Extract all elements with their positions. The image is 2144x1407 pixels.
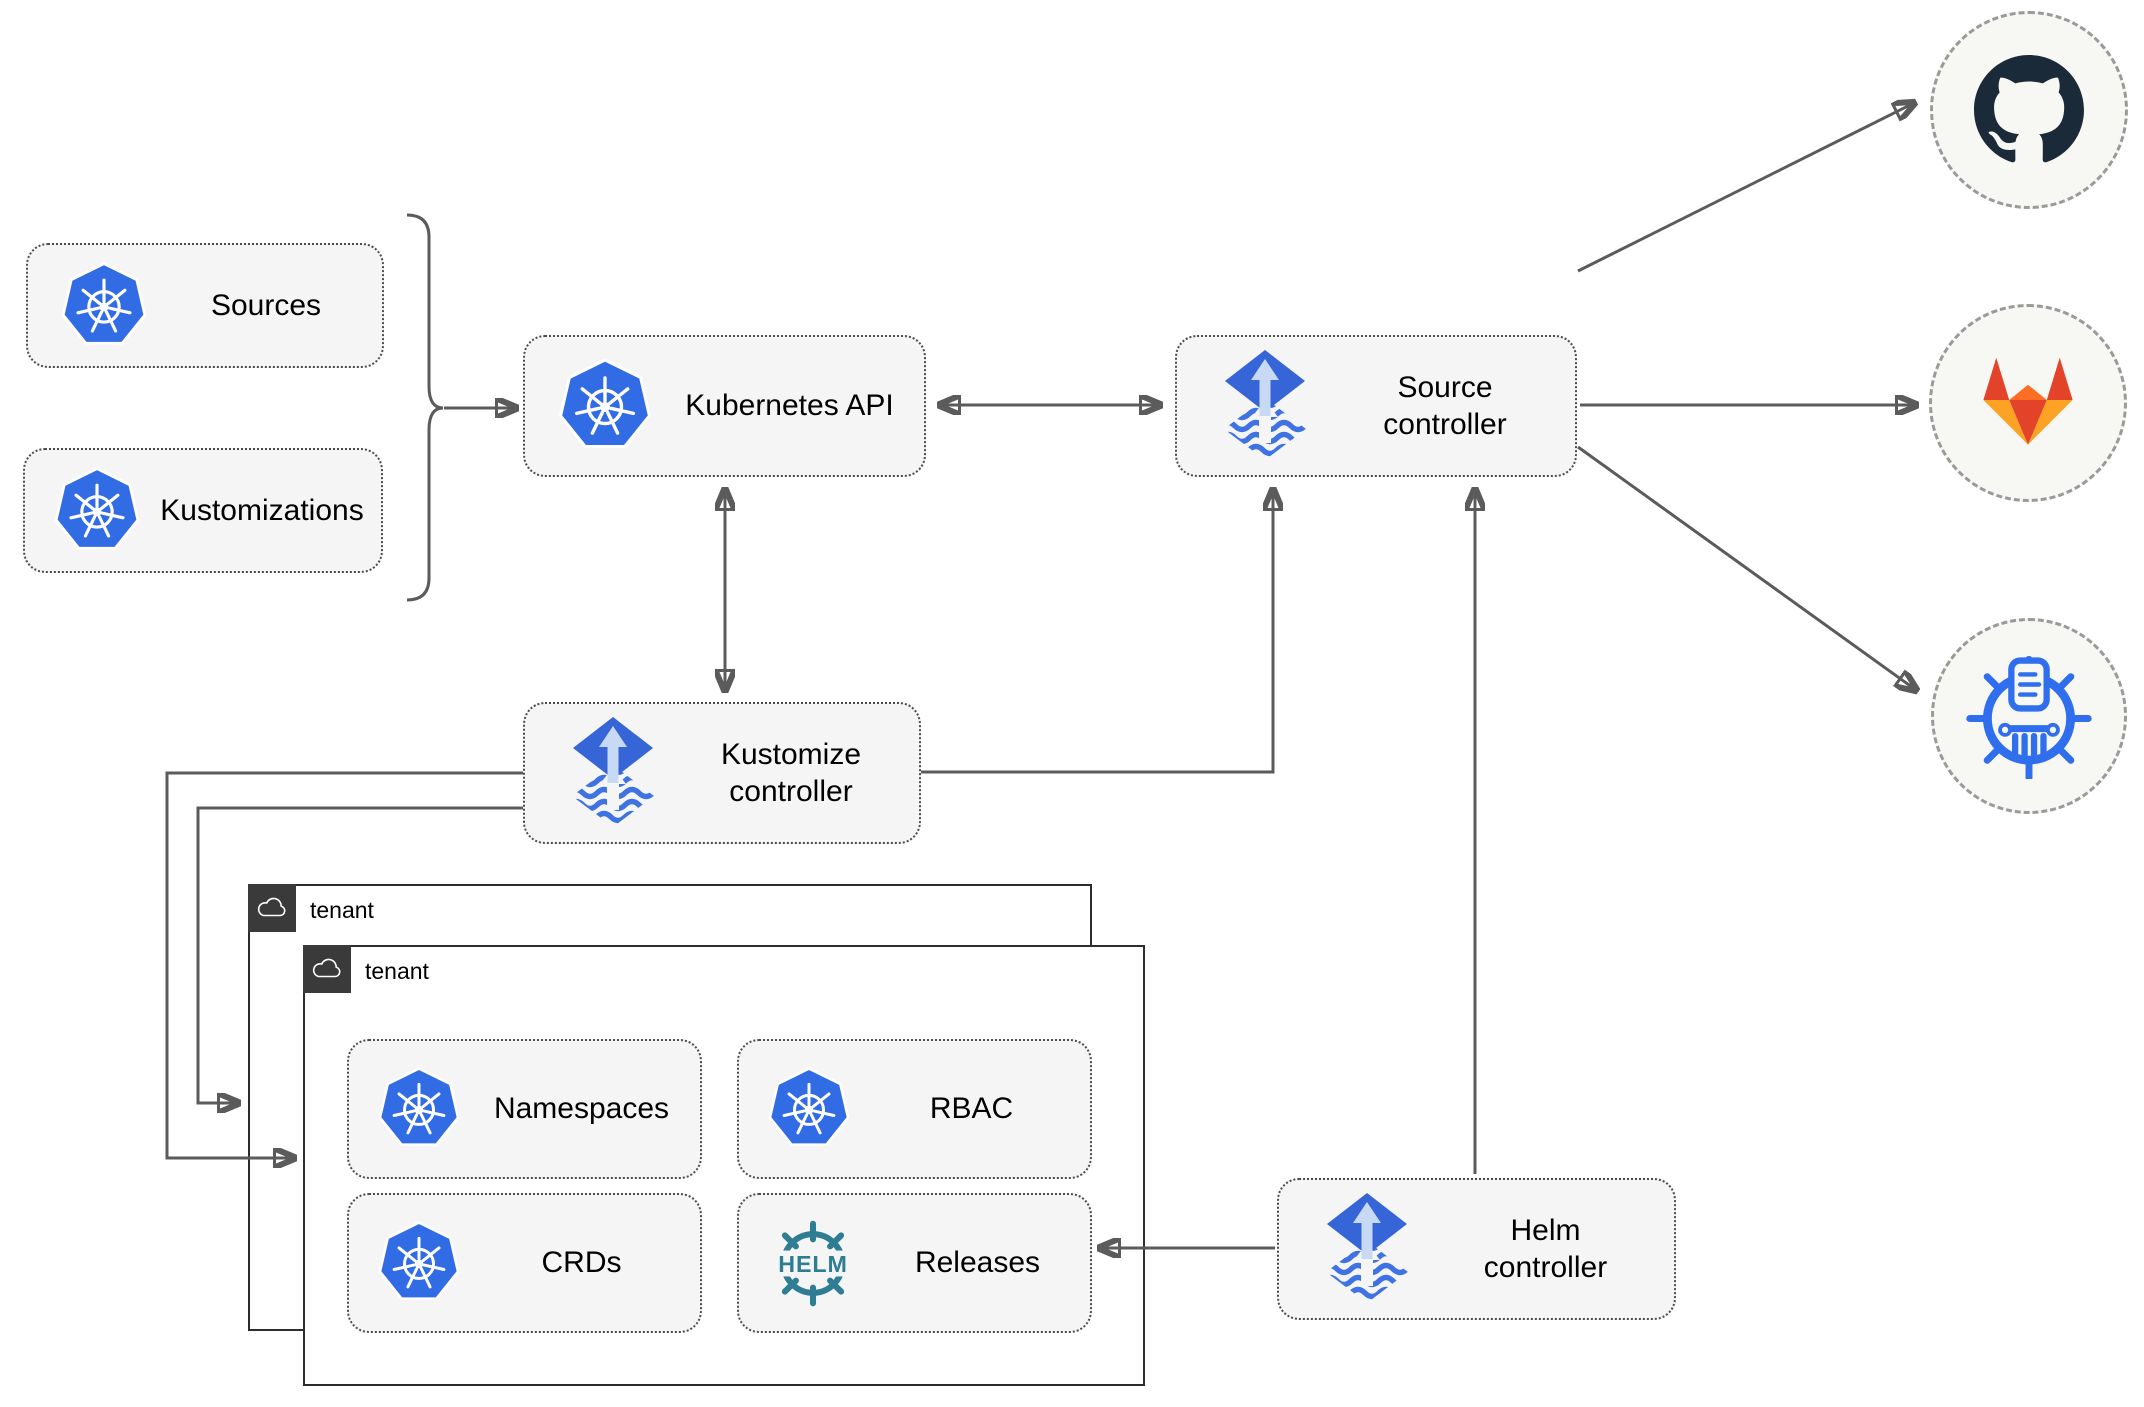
- chartmuseum-icon: [1966, 653, 2092, 779]
- node-label: Helm controller: [1483, 1213, 1608, 1285]
- tenant-label: tenant: [310, 897, 374, 923]
- node-label: Kubernetes API: [685, 389, 894, 423]
- node-kubernetes-api: Kubernetes API: [523, 335, 926, 477]
- gitlab-icon: [1969, 353, 2087, 454]
- arrow-source-to-chartmuseum: [1577, 445, 1916, 690]
- kubernetes-icon: [58, 260, 150, 352]
- kubernetes-icon: [375, 1065, 463, 1153]
- kubernetes-icon: [375, 1219, 463, 1307]
- external-chartmuseum: [1931, 618, 2127, 814]
- node-label: Kustomizations: [160, 493, 364, 527]
- node-label: Releases: [914, 1246, 1041, 1280]
- node-label: CRDs: [541, 1246, 622, 1280]
- sources-group-bracket: [406, 213, 444, 602]
- helm-icon: HELM: [773, 1220, 853, 1306]
- node-sources: Sources: [26, 243, 384, 368]
- helm-logo-text: HELM: [778, 1251, 847, 1277]
- cloud-icon: [256, 897, 288, 920]
- node-releases: HELM Releases: [737, 1193, 1092, 1333]
- tenant-group-front: tenant Namespaces RBAC CRDs: [303, 945, 1145, 1386]
- external-gitlab: [1929, 304, 2127, 502]
- node-crds: CRDs: [347, 1193, 702, 1333]
- node-kustomize-controller: Kustomize controller: [523, 702, 921, 844]
- tenant-header: [303, 945, 351, 993]
- node-namespaces: Namespaces: [347, 1039, 702, 1179]
- kubernetes-icon: [51, 465, 143, 557]
- node-helm-controller: Helm controller: [1277, 1178, 1676, 1320]
- node-rbac: RBAC: [737, 1039, 1092, 1179]
- node-label: Namespaces: [493, 1092, 670, 1126]
- tenant-label: tenant: [365, 958, 429, 984]
- external-github: [1930, 11, 2128, 209]
- node-label: Source controller: [1383, 370, 1507, 442]
- flux-icon: [563, 717, 663, 829]
- arrow-kustomize-to-source-controller: [921, 490, 1273, 774]
- cloud-icon: [311, 958, 343, 981]
- flux-icon: [1317, 1193, 1417, 1305]
- node-source-controller: Source controller: [1175, 335, 1577, 477]
- kubernetes-icon: [555, 356, 655, 456]
- tenant-header: [248, 884, 296, 932]
- kubernetes-icon: [765, 1065, 853, 1153]
- flux-icon: [1215, 350, 1315, 462]
- node-label: Kustomize controller: [720, 737, 862, 809]
- arrow-source-to-github: [1577, 103, 1914, 273]
- node-label: RBAC: [929, 1092, 1014, 1126]
- github-icon: [1974, 55, 2084, 165]
- node-kustomizations: Kustomizations: [23, 448, 383, 573]
- node-label: Sources: [210, 288, 322, 322]
